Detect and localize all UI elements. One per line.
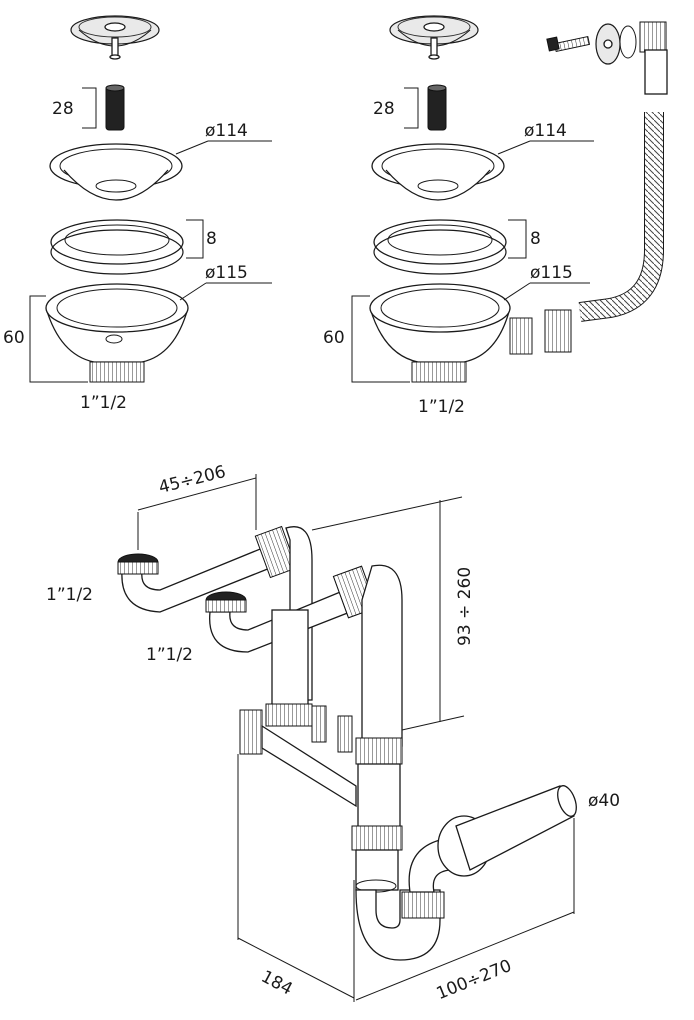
left-sealing-ring: [50, 219, 184, 275]
siphon-reach-label: 100÷270: [434, 956, 515, 1004]
overflow-gasket: [619, 25, 637, 59]
overflow-screw: [553, 35, 591, 53]
double-bowl-siphon: 45÷206 1”1/2 1”1/2 93 ÷ 260 ø40 184 100÷…: [46, 462, 620, 1004]
right-flange-diameter-label: ø114: [524, 121, 567, 141]
overflow-elbow: [639, 21, 667, 53]
left-flange: [49, 143, 183, 201]
siphon-depth-label: 184: [258, 967, 296, 1000]
right-strainer-assembly: 28 ø114 8 ø115 60 1”1/2: [323, 15, 668, 417]
left-strainer-basket: [70, 15, 160, 60]
right-strainer-basket: [389, 15, 479, 60]
left-spindle-length-label: 28: [52, 99, 74, 119]
left-body-height-label: 60: [3, 328, 25, 348]
left-strainer-body: [45, 283, 189, 383]
right-spindle-length-label: 28: [373, 99, 395, 119]
right-body-height-label: 60: [323, 328, 345, 348]
left-strainer-assembly: 28 ø114 8 ø115 60 1”1/2: [3, 15, 272, 413]
right-sealing-ring: [373, 219, 507, 275]
siphon-height-label: 93 ÷ 260: [455, 567, 475, 646]
left-body-diameter-label: ø115: [205, 263, 248, 283]
left-spindle: [105, 85, 125, 131]
left-outlet-thread-label: 1”1/2: [80, 393, 127, 413]
siphon-spacing-label: 45÷206: [157, 462, 228, 498]
left-flange-diameter-label: ø114: [205, 121, 248, 141]
right-body-diameter-label: ø115: [530, 263, 573, 283]
siphon-inlet-lower-label: 1”1/2: [146, 645, 193, 665]
siphon-inlet-upper-label: 1”1/2: [46, 585, 93, 605]
right-flange: [371, 143, 505, 201]
right-spindle: [427, 85, 447, 131]
siphon-outlet-diameter-label: ø40: [588, 791, 620, 811]
right-outlet-thread-label: 1”1/2: [418, 397, 465, 417]
left-ring-height-label: 8: [206, 229, 217, 249]
right-strainer-body: [369, 283, 533, 383]
right-ring-height-label: 8: [530, 229, 541, 249]
overflow-kit: [546, 21, 668, 95]
